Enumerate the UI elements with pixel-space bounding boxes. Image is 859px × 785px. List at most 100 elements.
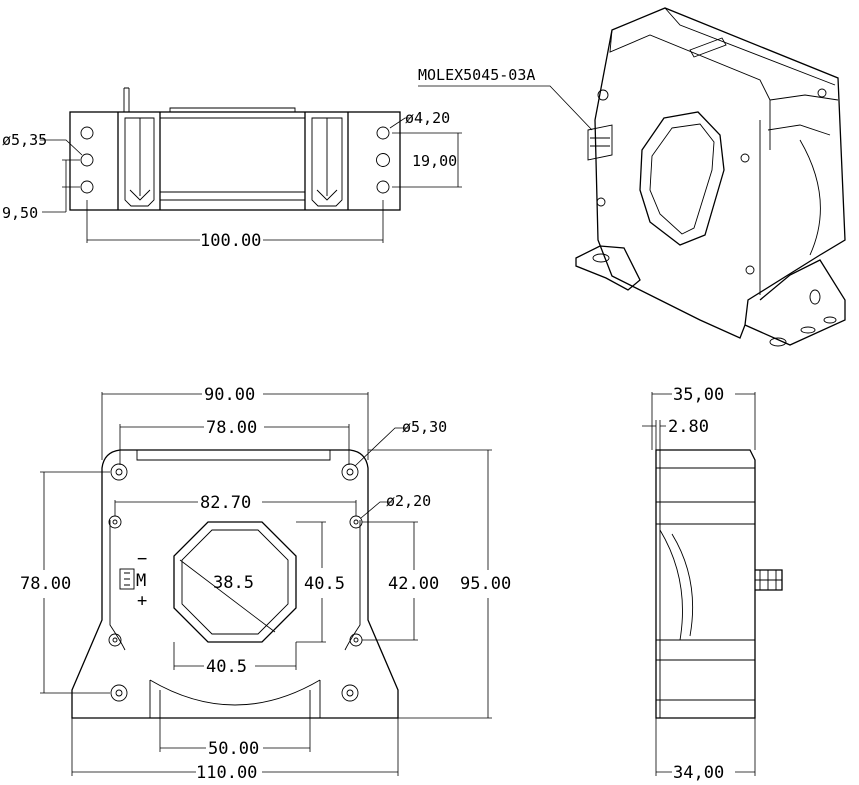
dim-line-window-width [173, 642, 297, 670]
connector-symbol [119, 568, 135, 590]
small-hole [108, 515, 122, 529]
dim-small-hole-pitch: 42.00 [388, 574, 439, 594]
iso-hole [596, 197, 606, 207]
side-view: 35,00 2.80 34,00 [642, 385, 783, 783]
dim-body-depth: 34,00 [673, 763, 724, 783]
iso-side-edge [759, 100, 771, 295]
iso-foot-hole [809, 289, 821, 305]
dim-hole-pitch-vertical: 19,00 [412, 152, 457, 170]
front-view-flange-top [136, 450, 331, 461]
iso-window-outer [639, 111, 725, 246]
top-view-left-channel [117, 112, 161, 210]
mount-hole [110, 684, 128, 702]
dim-line-outer-width [101, 392, 369, 460]
mount-hole-center [115, 468, 123, 476]
dim-line-inner-hole-span [119, 424, 350, 465]
dim-small-hole-span: 82.70 [200, 493, 251, 513]
top-view-base-plate [69, 111, 401, 211]
iso-window-inner [649, 123, 715, 235]
front-view-window-outer [173, 521, 297, 643]
dim-hole-large: ø5,35 [2, 131, 47, 149]
front-view-feet [149, 680, 321, 718]
small-hole [108, 633, 122, 647]
dim-line-mount-hole-pitch [40, 471, 110, 694]
side-view-connector-pins [755, 570, 782, 590]
side-view-curve [659, 529, 694, 641]
iso-left-foot [575, 245, 641, 291]
front-view-bottom-arc [149, 679, 321, 706]
front-view-window-inner [181, 529, 289, 635]
top-view-hole [80, 153, 94, 167]
dim-outer-width: 90.00 [204, 385, 255, 405]
minus-sign: − [137, 549, 147, 569]
iso-side-face [767, 94, 839, 256]
mount-hole [341, 463, 359, 481]
dim-line-hole-pitch [392, 132, 462, 188]
top-view-hole [80, 180, 94, 194]
dim-line-hole-offset [42, 159, 80, 213]
dim-inner-hole-span: 78.00 [206, 418, 257, 438]
dim-line-foot-inner [159, 718, 311, 752]
dim-small-hole: ø2,20 [386, 492, 431, 510]
top-view-connector-pin [123, 87, 130, 112]
dim-mount-hole: ø5,30 [402, 418, 447, 436]
dim-flange-thickness: 2.80 [668, 417, 709, 437]
dim-total-depth: 35,00 [673, 385, 724, 405]
iso-foot-hole [800, 326, 816, 334]
iso-hole [745, 265, 755, 275]
iso-foot-hole [592, 253, 610, 263]
dim-line-window-height [296, 521, 326, 643]
iso-right-foot [744, 259, 846, 346]
dim-base-width: 110.00 [196, 763, 257, 783]
dim-hole-span: 100.00 [200, 231, 261, 251]
dim-line-small-hole-pitch [362, 521, 418, 641]
dim-window-height: 40.5 [304, 574, 345, 594]
connector-mark: M [136, 571, 146, 591]
dim-line-hole-span [86, 200, 384, 243]
top-view-left-slot-detail [129, 118, 151, 201]
top-view-hole [376, 126, 390, 140]
small-hole-center [112, 637, 118, 643]
front-view-inner-sides [109, 520, 361, 651]
top-view: 100.00 ø5,35 9,50 ø4,20 19,00 [2, 87, 462, 251]
dim-line-base-width [71, 718, 399, 776]
dim-line-body-depth [655, 718, 756, 776]
dim-window-diagonal: 38.5 [213, 573, 254, 593]
plus-sign: + [137, 591, 147, 611]
isometric-view: MOLEX5045-03A [418, 7, 846, 347]
leader-small-hole [360, 501, 392, 519]
iso-hole [597, 89, 609, 101]
mount-hole [110, 463, 128, 481]
small-hole [349, 633, 363, 647]
dim-line-small-hole-span [114, 500, 357, 516]
mount-hole-center [346, 468, 354, 476]
top-view-right-slot [311, 117, 343, 207]
mount-hole-center [115, 689, 123, 697]
dim-line-window-diagonal [179, 559, 276, 633]
iso-foot-hole [769, 337, 787, 347]
connector-label: MOLEX5045-03A [418, 66, 535, 84]
top-view-right-slot-detail [316, 118, 338, 201]
top-view-left-slot [124, 117, 155, 207]
top-view-right-channel [304, 112, 349, 210]
iso-hole [817, 88, 827, 98]
top-view-hole [80, 126, 94, 140]
dim-total-height: 95.00 [460, 574, 511, 594]
mount-hole [341, 684, 359, 702]
top-view-body-top [169, 107, 296, 112]
dim-foot-inner: 50.00 [208, 739, 259, 759]
leader-connector [418, 85, 593, 131]
iso-top-edge [609, 29, 771, 101]
side-view-lines [656, 450, 755, 718]
front-view: M − + 90.00 78.00 ø5,30 82.70 ø2,20 38.5… [20, 385, 511, 783]
dim-hole-small: ø4,20 [405, 109, 450, 127]
leader-hole-small [389, 117, 410, 129]
top-view-center-body [160, 117, 305, 201]
small-hole-center [112, 519, 118, 525]
iso-top-edge-back [664, 7, 836, 86]
dim-window-width: 40.5 [206, 657, 247, 677]
side-view-body [655, 449, 756, 719]
dim-hole-offset: 9,50 [2, 204, 38, 222]
small-hole-center [353, 519, 359, 525]
